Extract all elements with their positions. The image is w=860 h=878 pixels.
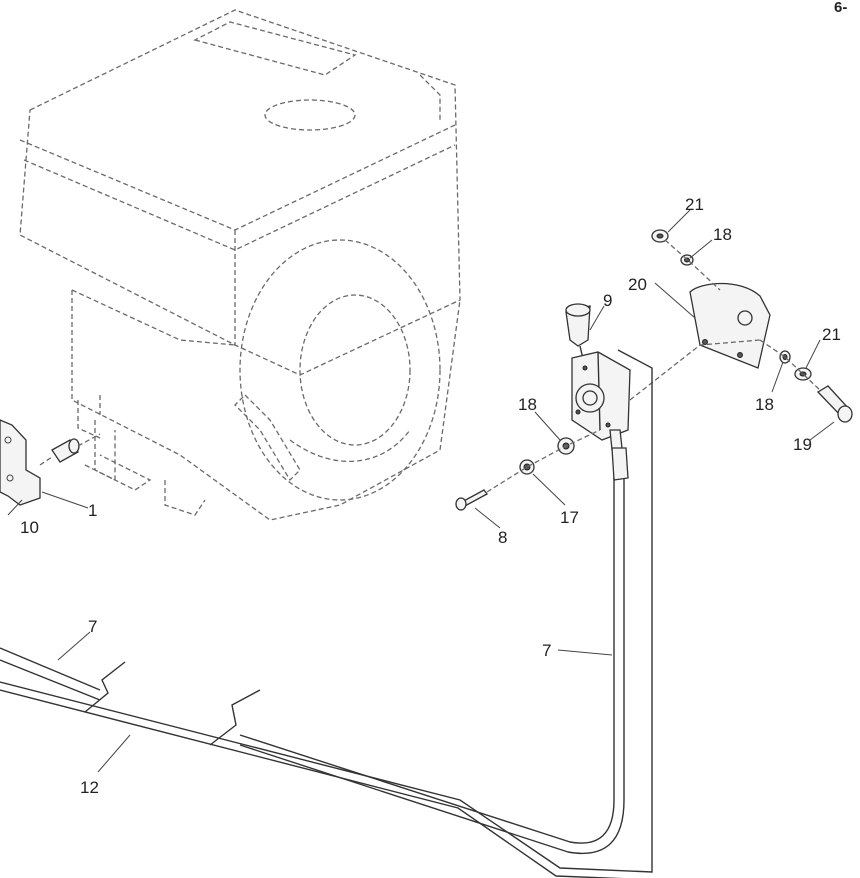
- leader-lines: [7, 209, 835, 773]
- callout-18-left: 18: [518, 395, 537, 414]
- callout-19: 19: [793, 435, 812, 454]
- callout-21-right: 21: [822, 325, 841, 344]
- cover-plate: [689, 282, 771, 369]
- governor-bracket: [0, 419, 41, 506]
- callout-20: 20: [628, 275, 647, 294]
- callout-10: 10: [20, 518, 39, 537]
- page-number: 6-: [834, 0, 847, 16]
- cable-clamp-bushing: [39, 433, 101, 466]
- engine-outline: [19, 9, 461, 521]
- throttle-control-assembly: [565, 303, 631, 481]
- hardware: [455, 229, 853, 511]
- callout-7-left: 7: [88, 617, 97, 636]
- throttle-cable: [0, 478, 625, 854]
- callout-21-top: 21: [685, 195, 704, 214]
- choke-cable: [0, 349, 653, 878]
- callout-12: 12: [80, 778, 99, 797]
- callout-7-right: 7: [542, 641, 551, 660]
- callout-8: 8: [498, 528, 507, 547]
- callout-9: 9: [603, 291, 612, 310]
- callout-18-right: 18: [755, 395, 774, 414]
- callout-1: 1: [88, 501, 97, 520]
- callout-17: 17: [560, 508, 579, 527]
- callout-18-top: 18: [713, 225, 732, 244]
